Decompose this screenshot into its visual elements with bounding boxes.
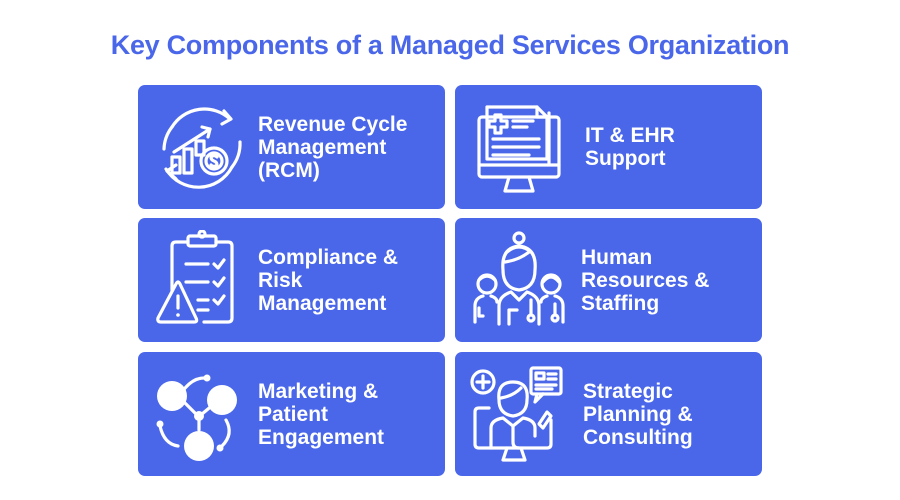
card-label: Revenue Cycle Management (RCM)	[258, 112, 408, 182]
card-marketing-patient-engagement: Marketing & Patient Engagement	[138, 352, 445, 476]
revenue-cycle-icon	[152, 97, 252, 197]
card-label: Strategic Planning & Consulting	[583, 379, 693, 449]
computer-medical-record-icon	[469, 97, 569, 197]
card-it-ehr-support: IT & EHR Support	[455, 85, 762, 209]
card-label: IT & EHR Support	[585, 124, 675, 170]
medical-staff-icon	[469, 230, 569, 330]
consultant-icon	[469, 364, 569, 464]
clipboard-warning-icon	[152, 229, 252, 330]
card-label: Compliance & Risk Management	[258, 245, 399, 315]
card-label: Human Resources & Staffing	[581, 245, 710, 315]
card-revenue-cycle-management: Revenue Cycle Management (RCM)	[138, 85, 445, 209]
card-human-resources-staffing: Human Resources & Staffing	[455, 218, 762, 342]
card-label: Marketing & Patient Engagement	[258, 379, 385, 449]
patient-network-icon	[152, 364, 252, 464]
page-title: Key Components of a Managed Services Org…	[110, 30, 790, 60]
card-compliance-risk-management: Compliance & Risk Management	[138, 218, 445, 342]
card-strategic-planning-consulting: Strategic Planning & Consulting	[455, 352, 762, 476]
